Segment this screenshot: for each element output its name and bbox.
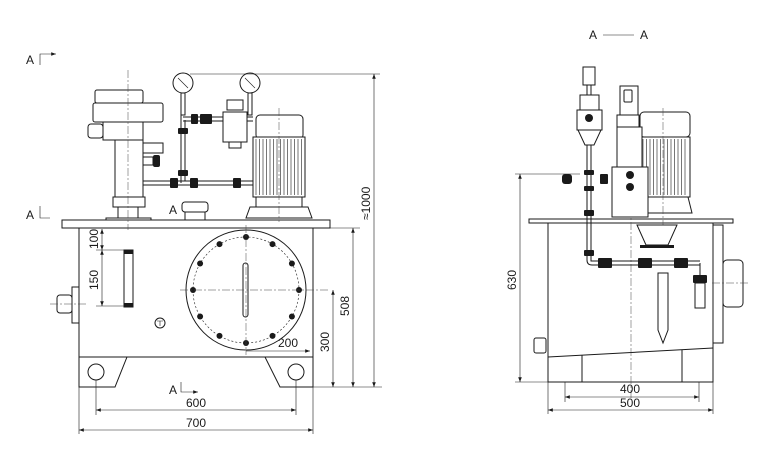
dim-200: 200 xyxy=(278,336,298,350)
bolt xyxy=(216,332,223,339)
suction-pipe xyxy=(657,272,669,345)
bolt xyxy=(269,241,276,248)
section-label: A xyxy=(26,53,34,67)
section-marker-mid: A xyxy=(26,206,50,222)
dim-100: 100 xyxy=(87,229,101,249)
bolt xyxy=(190,287,196,293)
bolt xyxy=(269,332,276,339)
top-plate xyxy=(61,219,331,229)
oil-level-gauge xyxy=(123,249,134,308)
bolt xyxy=(288,260,295,267)
foot-hole-right xyxy=(287,363,305,381)
ground-symbol-icon xyxy=(154,317,166,329)
dim-150: 150 xyxy=(87,270,101,290)
dim-600: 600 xyxy=(186,396,206,410)
bolt xyxy=(216,241,223,248)
dim-1000: ≈1000 xyxy=(359,186,373,220)
breather-cap xyxy=(181,201,209,221)
section-label: A xyxy=(589,28,597,42)
foot-hole-left xyxy=(87,363,105,381)
section-title: A A xyxy=(589,28,648,42)
electric-motor xyxy=(637,108,693,225)
section-marker-top: A xyxy=(26,52,56,67)
filter xyxy=(222,99,248,149)
front-view: A A A A xyxy=(26,52,382,434)
dim-700: 700 xyxy=(186,416,206,430)
bolt xyxy=(288,313,295,320)
side-port xyxy=(50,286,88,324)
electric-motor xyxy=(245,108,313,222)
pressure-gauge-left xyxy=(172,72,194,116)
cover-bolts xyxy=(190,234,302,346)
section-label: A xyxy=(640,28,648,42)
tank-body xyxy=(547,223,714,383)
section-label: A xyxy=(169,383,177,397)
dim-508: 508 xyxy=(338,296,352,316)
valve-stack xyxy=(87,70,164,230)
drain-plug xyxy=(533,337,547,354)
section-label: A xyxy=(26,208,34,222)
dim-400: 400 xyxy=(620,382,640,396)
piping xyxy=(562,145,707,345)
heater-cover xyxy=(722,259,744,308)
bolt xyxy=(197,313,204,320)
dim-500: 500 xyxy=(620,396,640,410)
dimensions-front: 100 150 600 700 200 300 508 ≈1000 xyxy=(78,73,382,434)
tank-body xyxy=(78,228,314,388)
bolt xyxy=(197,260,204,267)
relief-valve xyxy=(576,66,603,146)
bell-housing xyxy=(636,224,678,246)
piping xyxy=(143,114,253,188)
side-view: A A xyxy=(505,28,750,414)
cleanout-cover xyxy=(180,225,330,355)
section-marker-bottom: A xyxy=(169,382,198,397)
pressure-gauge-right xyxy=(239,72,261,116)
dim-300: 300 xyxy=(318,332,332,352)
side-cover xyxy=(712,224,724,344)
pump-block xyxy=(611,85,649,218)
dim-630: 630 xyxy=(505,270,519,290)
dimensions-side: 630 400 500 xyxy=(505,173,714,414)
section-label: A xyxy=(169,203,177,217)
